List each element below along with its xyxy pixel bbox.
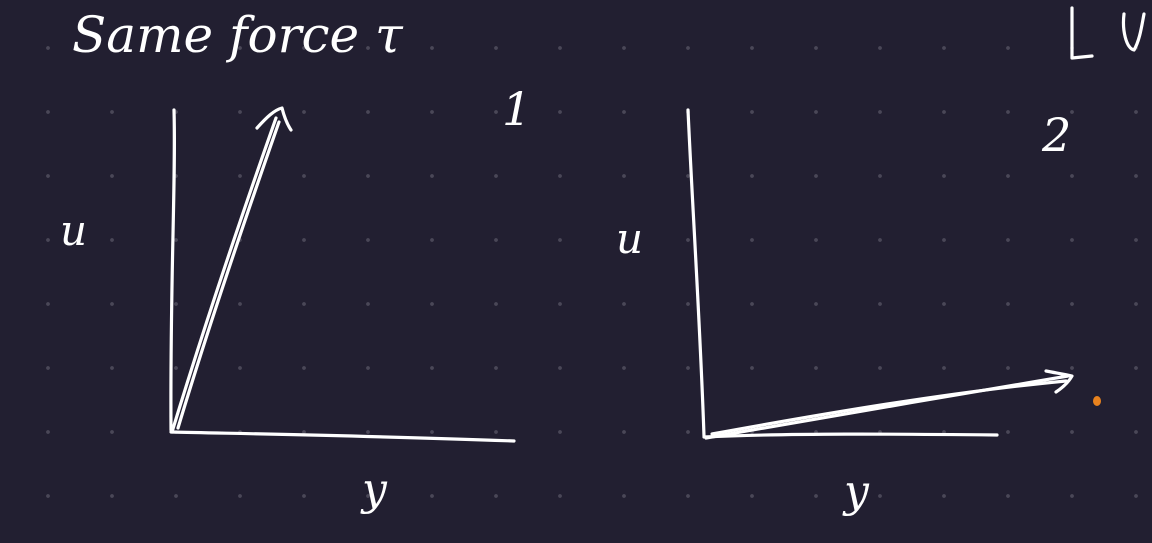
panel-2-vertical-axis (686, 108, 706, 438)
panel-2-x-axis-label: y (844, 466, 869, 517)
diagram-title: Same force τ (72, 6, 403, 64)
orange-marker-dot (1093, 396, 1101, 406)
corner-text-strokes (1121, 12, 1146, 52)
panel-2-number: 2 (1042, 108, 1072, 162)
panel-1-vector (176, 120, 281, 430)
panel-2-vector (710, 379, 1068, 436)
panel-2-vector (704, 374, 1070, 440)
panel-1-number: 1 (502, 82, 532, 136)
panel-2-arrowhead (1044, 369, 1074, 394)
panel-1-vertical-axis (169, 108, 177, 432)
panel-1-horizontal-axis (169, 430, 516, 443)
panel-2-horizontal-axis (702, 432, 999, 439)
panel-1-y-axis-label: u (60, 206, 88, 255)
panel-1-vector (170, 116, 278, 434)
panel-2-y-axis-label: u (616, 214, 644, 263)
panel-1-arrowhead (255, 106, 293, 132)
panel-1-x-axis-label: y (362, 464, 387, 515)
corner-text-strokes (1070, 6, 1094, 60)
